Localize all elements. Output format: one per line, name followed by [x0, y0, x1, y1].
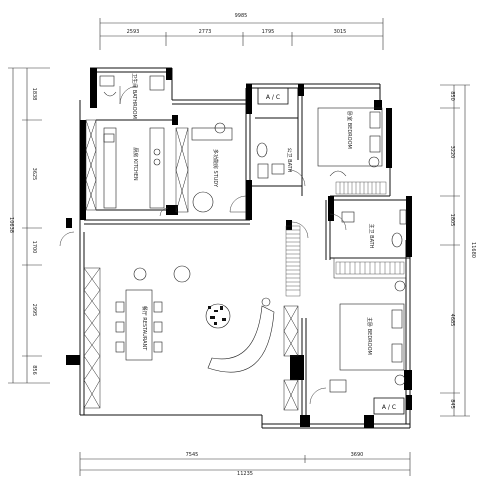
dim-right-seg-2: 3220	[449, 146, 455, 159]
curved-sofa	[207, 305, 275, 373]
dimension-lines	[8, 18, 470, 476]
room-bathroom-top: 卫生间 BATHROOM	[131, 73, 138, 119]
dim-left-seg-2: 3625	[31, 168, 37, 181]
room-kitchen: 厨房 KITCHEN	[132, 147, 139, 181]
dim-top-seg-3: 1795	[262, 29, 275, 35]
dim-top-seg-1: 2593	[127, 29, 140, 35]
room-study: 多功能房 STUDY	[212, 149, 219, 188]
dim-right-seg-5: 845	[449, 399, 455, 409]
dim-right-total: 11680	[470, 242, 476, 258]
bath-shower	[149, 75, 165, 91]
dim-top-seg-2: 2773	[199, 29, 212, 35]
structural-columns	[66, 68, 412, 428]
coffee-table	[205, 303, 231, 329]
room-labels: 卫生间 BATHROOM 厨房 KITCHEN 多功能房 STUDY 公卫 BA…	[131, 73, 375, 355]
hatched-wardrobes	[285, 181, 405, 297]
room-master-bath: 主卫 BATH	[368, 224, 375, 249]
dim-left-seg-4: 2995	[31, 304, 37, 317]
ac-label-top: A / C	[266, 94, 280, 101]
dim-right-seg-3: 1805	[449, 214, 455, 227]
coffee-table-pattern	[208, 306, 226, 325]
dimension-texts: 9985 2593 2773 1795 3015 7545 3690 11235…	[8, 13, 476, 477]
round-chair	[192, 191, 214, 213]
dim-bottom-seg-1: 7545	[186, 452, 199, 458]
room-master-bedroom: 主卧 BEDROOM	[366, 317, 373, 355]
cabinets	[83, 119, 407, 411]
room-bedroom-top: 卧室 BEDROOM	[346, 111, 353, 149]
bath-sink	[99, 75, 115, 87]
dim-left-seg-5: 856	[31, 365, 37, 375]
doors	[59, 85, 347, 405]
dim-left-seg-3: 1700	[31, 241, 37, 254]
ac-unit-bottom: A / C	[373, 397, 405, 415]
dim-bottom-seg-2: 3690	[351, 452, 364, 458]
dim-top-seg-4: 3015	[334, 29, 347, 35]
outer-walls	[79, 67, 411, 429]
furniture	[99, 75, 407, 393]
dining-table	[125, 289, 153, 361]
dim-right-seg-4: 4685	[449, 314, 455, 327]
dim-top-total: 9985	[235, 13, 248, 19]
dim-right-seg-1: 850	[449, 91, 455, 101]
ac-unit-top: A / C	[257, 87, 289, 105]
dim-left-seg-1: 1838	[31, 88, 37, 101]
dim-bottom-total: 11235	[237, 471, 253, 477]
bed-top	[317, 107, 383, 167]
room-restaurant: 餐厅 RESTAURANT	[141, 306, 148, 352]
master-bed	[339, 303, 405, 371]
ac-label-bottom: A / C	[382, 404, 396, 411]
dim-left-total: 10638	[8, 217, 14, 233]
room-public-bath: 公卫 BATH	[286, 148, 292, 173]
